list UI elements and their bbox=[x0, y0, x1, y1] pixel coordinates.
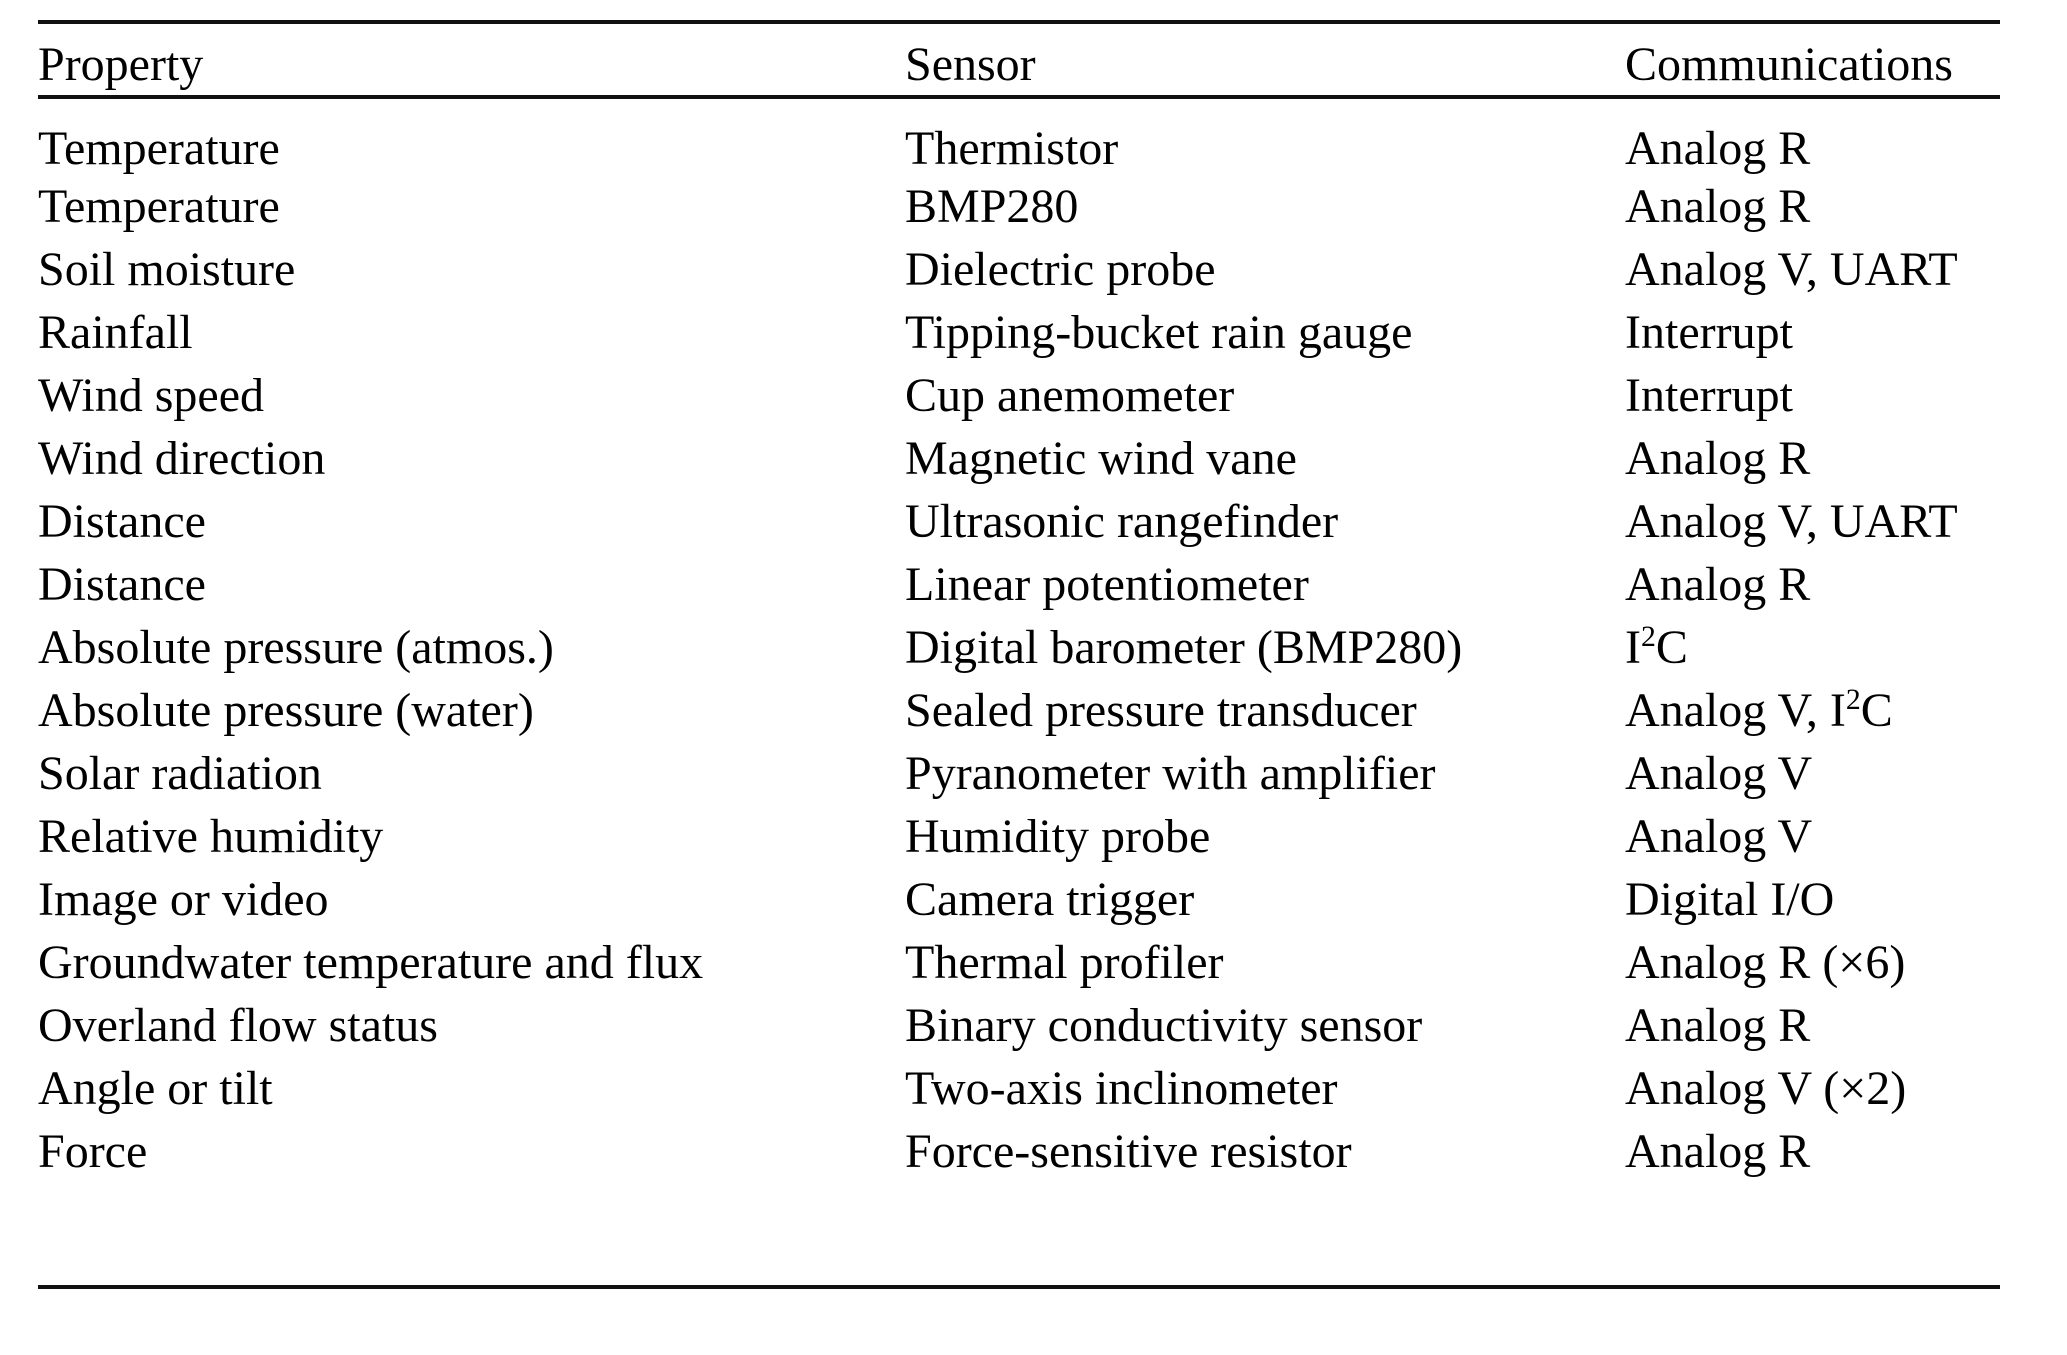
cell-communications: Analog R bbox=[1625, 432, 1811, 485]
cell-property: Distance bbox=[38, 558, 206, 611]
cell-sensor: Cup anemometer bbox=[905, 369, 1235, 422]
cell-communications: Analog R bbox=[1625, 180, 1811, 233]
cell-communications: Analog V, I2C bbox=[1625, 683, 1893, 737]
cell-sensor: Thermistor bbox=[905, 122, 1119, 175]
cell-sensor: Two-axis inclinometer bbox=[905, 1062, 1338, 1115]
table-row: Distance Linear potentiometer Analog R bbox=[38, 558, 2000, 621]
table-top-rule bbox=[38, 20, 2000, 24]
cell-property: Overland flow status bbox=[38, 999, 438, 1052]
cell-sensor: BMP280 bbox=[905, 180, 1079, 233]
table-row: Absolute pressure (water) Sealed pressure… bbox=[38, 684, 2000, 747]
table-row: Angle or tilt Two-axis inclinometer Analog… bbox=[38, 1062, 2000, 1125]
cell-property: Rainfall bbox=[38, 306, 193, 359]
column-header-sensor-label: Sensor bbox=[905, 37, 1036, 91]
table-row: Rainfall Tipping-bucket rain gauge Interru… bbox=[38, 306, 2000, 369]
cell-communications: I2C bbox=[1625, 620, 1688, 674]
cell-sensor: Tipping-bucket rain gauge bbox=[905, 306, 1413, 359]
table-row: Wind speed Cup anemometer Interrupt bbox=[38, 369, 2000, 432]
cell-property: Force bbox=[38, 1125, 148, 1178]
cell-sensor: Sealed pressure transducer bbox=[905, 684, 1417, 737]
cell-communications: Analog R bbox=[1625, 999, 1811, 1052]
cell-property: Temperature bbox=[38, 122, 280, 175]
table-row: Temperature BMP280 Analog R bbox=[38, 180, 2000, 243]
cell-sensor: Pyranometer with amplifier bbox=[905, 747, 1436, 800]
cell-property: Relative humidity bbox=[38, 810, 384, 863]
cell-property: Image or video bbox=[38, 873, 329, 926]
column-header-communications-label: Communications bbox=[1625, 37, 1953, 91]
cell-property: Absolute pressure (atmos.) bbox=[38, 621, 554, 674]
cell-communications: Analog V bbox=[1625, 747, 1813, 800]
cell-communications: Analog V bbox=[1625, 810, 1813, 863]
column-header-communications: Communications bbox=[1625, 20, 2000, 95]
table-header: Property Sensor Communications bbox=[38, 20, 2000, 95]
cell-sensor: Dielectric probe bbox=[905, 243, 1216, 296]
table-row: Soil moisture Dielectric probe Analog V, U… bbox=[38, 243, 2000, 306]
cell-communications: Analog R bbox=[1625, 122, 1811, 175]
cell-communications: Analog V, UART bbox=[1625, 243, 1958, 296]
table-row: Solar radiation Pyranometer with amplifie… bbox=[38, 747, 2000, 810]
cell-sensor: Magnetic wind vane bbox=[905, 432, 1297, 485]
cell-property: Solar radiation bbox=[38, 747, 322, 800]
cell-communications: Analog R (×6) bbox=[1625, 936, 1906, 989]
table-header-rule bbox=[38, 95, 2000, 99]
table-row: Distance Ultrasonic rangefinder Analog V, … bbox=[38, 495, 2000, 558]
table-row: Groundwater temperature and flux Thermal … bbox=[38, 936, 2000, 999]
table-row: Overland flow status Binary conductivity … bbox=[38, 999, 2000, 1062]
table-row: Temperature Thermistor Analog R bbox=[38, 95, 2000, 180]
table-row: Wind direction Magnetic wind vane Analog R bbox=[38, 432, 2000, 495]
cell-communications: Analog R bbox=[1625, 558, 1811, 611]
table-row: Absolute pressure (atmos.) Digital barome… bbox=[38, 621, 2000, 684]
column-header-property: Property bbox=[38, 20, 905, 95]
cell-sensor: Humidity probe bbox=[905, 810, 1211, 863]
cell-property: Wind speed bbox=[38, 369, 265, 422]
cell-property: Absolute pressure (water) bbox=[38, 684, 534, 737]
cell-communications: Interrupt bbox=[1625, 369, 1793, 422]
column-header-property-label: Property bbox=[38, 37, 204, 91]
cell-sensor: Digital barometer (BMP280) bbox=[905, 621, 1463, 674]
cell-property: Soil moisture bbox=[38, 243, 296, 296]
cell-sensor: Camera trigger bbox=[905, 873, 1195, 926]
cell-property: Angle or tilt bbox=[38, 1062, 273, 1115]
cell-sensor: Ultrasonic rangefinder bbox=[905, 495, 1339, 548]
table-row: Force Force-sensitive resistor Analog R bbox=[38, 1125, 2000, 1188]
cell-communications: Analog V, UART bbox=[1625, 495, 1958, 548]
cell-property: Wind direction bbox=[38, 432, 326, 485]
table-header-row: Property Sensor Communications bbox=[38, 20, 2000, 95]
cell-sensor: Thermal profiler bbox=[905, 936, 1224, 989]
cell-communications: Analog R bbox=[1625, 1125, 1811, 1178]
cell-property: Distance bbox=[38, 495, 206, 548]
cell-communications: Analog V (×2) bbox=[1625, 1062, 1907, 1115]
cell-communications: Interrupt bbox=[1625, 306, 1793, 359]
table-bottom-rule bbox=[38, 1285, 2000, 1289]
column-header-sensor: Sensor bbox=[905, 20, 1625, 95]
cell-sensor: Binary conductivity sensor bbox=[905, 999, 1423, 1052]
sensor-specification-table: Property Sensor Communications Temperatu… bbox=[38, 20, 2000, 1289]
table-row: Image or video Camera trigger Digital I/O bbox=[38, 873, 2000, 936]
table: Property Sensor Communications Temperatu… bbox=[38, 20, 2000, 1188]
table-row: Relative humidity Humidity probe Analog V bbox=[38, 810, 2000, 873]
cell-sensor: Force-sensitive resistor bbox=[905, 1125, 1352, 1178]
cell-property: Temperature bbox=[38, 180, 280, 233]
cell-property: Groundwater temperature and flux bbox=[38, 936, 704, 989]
cell-sensor: Linear potentiometer bbox=[905, 558, 1309, 611]
cell-communications: Digital I/O bbox=[1625, 873, 1835, 926]
